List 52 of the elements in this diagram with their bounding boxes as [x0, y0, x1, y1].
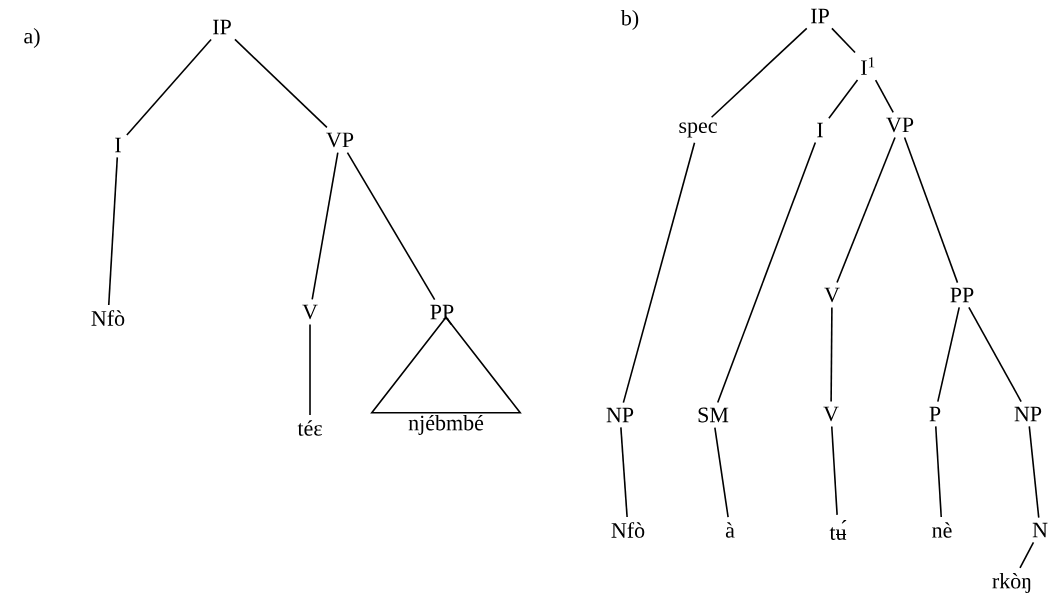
tree-label: téɛ — [297, 420, 322, 436]
tree-label: IP — [213, 19, 231, 35]
tree-branch — [836, 136, 896, 284]
tree-branch — [934, 425, 943, 518]
tree-label: tʉ́ — [829, 520, 847, 540]
tree-branch — [716, 141, 817, 404]
tree-branch — [1019, 541, 1035, 569]
tree-label: Nfò — [91, 310, 125, 326]
tree-label: I — [115, 137, 121, 153]
tree-label: PP — [950, 287, 974, 303]
tree-label: SM — [698, 407, 729, 423]
tree-branch — [1028, 425, 1040, 519]
tree-label: à — [725, 522, 735, 538]
tree-label: P — [929, 406, 941, 422]
tree-branch — [903, 136, 959, 284]
tree-branch — [346, 151, 436, 301]
tree-branch — [968, 306, 1022, 403]
tree-label: VP — [886, 117, 914, 133]
tree-branch — [937, 306, 960, 403]
tree-label: N — [1032, 522, 1048, 538]
tree-label: Nfò — [611, 522, 645, 538]
tree-branch — [828, 79, 859, 119]
tree-branch — [126, 38, 212, 136]
tree-label: I — [817, 122, 823, 138]
tree-label: VP — [326, 132, 354, 148]
tree-branch — [710, 27, 808, 119]
tree-label: NP — [606, 407, 634, 423]
tree-branch — [831, 27, 856, 54]
tree-label: nè — [932, 522, 952, 538]
tree-branch — [234, 38, 328, 129]
tree-branch — [620, 426, 628, 518]
panel-label: b) — [620, 10, 639, 30]
tree-branch — [714, 426, 729, 518]
tree-branch — [445, 316, 453, 326]
tree-label: V — [824, 287, 840, 303]
tree-label: NP — [1014, 406, 1042, 422]
tree-branch — [830, 425, 838, 516]
node-label: njébmbé — [408, 414, 484, 435]
panel-label: a) — [24, 28, 40, 48]
tree-label: IP — [811, 8, 829, 24]
tree-branch — [830, 306, 833, 403]
tree-label: V — [302, 304, 318, 320]
tree-label: V — [823, 406, 839, 422]
tree-label: spec — [679, 122, 717, 138]
tree-branch — [311, 151, 339, 301]
tree-branch — [622, 141, 696, 404]
tree-branch — [309, 323, 311, 416]
tree-branch — [107, 156, 119, 306]
tree-branch — [874, 79, 894, 114]
tree-label: I$^{1}$ — [861, 57, 875, 75]
tree-label: PP — [430, 304, 454, 320]
tree-label: rkòŋ — [992, 573, 1031, 593]
